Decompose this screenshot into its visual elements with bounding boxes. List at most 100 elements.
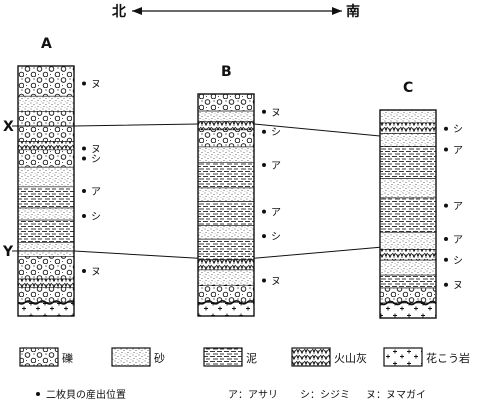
direction-header: 北 南 (112, 3, 360, 20)
arrow-right-head (332, 7, 342, 15)
note-legend-item: ヌ：ヌマガイ (366, 389, 426, 401)
layer-sand (197, 225, 255, 240)
fossil-label: ア (453, 202, 463, 213)
fossil-label: シ (453, 125, 463, 136)
layer-sand (379, 109, 437, 124)
layer-gravel (379, 287, 437, 304)
column-outline (17, 65, 75, 317)
layer-mud (17, 186, 75, 209)
legend: 礫砂泥火山灰花こう岩 (19, 347, 470, 367)
layer-sand (17, 242, 75, 257)
column-label-a: A (41, 36, 52, 52)
fossil-label: ヌ (271, 108, 281, 119)
unconformity-line (17, 300, 75, 305)
layer-gravel (17, 65, 75, 97)
fossil-label: ヌ (91, 145, 101, 156)
layer-granite (197, 302, 255, 317)
legend-label-gravel: 礫 (62, 351, 73, 365)
layer-volcanic (197, 259, 255, 271)
fossil-label: ア (453, 235, 463, 246)
note-fossil-position: 二枚貝の産出位置 (46, 388, 126, 401)
legend-swatch-volcanic (291, 347, 331, 367)
fossil-dot (262, 129, 266, 134)
layer-volcanic (17, 141, 75, 151)
legend-swatch-granite (383, 347, 423, 367)
south-label: 南 (346, 3, 360, 20)
fossil-dot (444, 203, 448, 208)
column-outline (197, 93, 255, 317)
fossil-dot (444, 236, 448, 241)
correlation-lines: XY (2, 119, 436, 260)
unconformity-line (197, 300, 255, 305)
north-label: 北 (112, 4, 126, 20)
fossil-dot (82, 269, 86, 273)
fossil-label: ア (91, 187, 101, 198)
layer-volcanic (379, 249, 437, 261)
fossil-dot (262, 163, 266, 168)
layer-mud (379, 197, 437, 233)
marker-label-x: X (3, 119, 14, 135)
layer-gravel (17, 286, 75, 303)
legend-swatch-mud (203, 347, 243, 367)
fossil-label: シ (91, 212, 101, 223)
layer-mud (197, 238, 255, 260)
fossil-label: ア (271, 161, 281, 172)
fossil-label: シ (453, 256, 463, 267)
layer-granite (17, 302, 75, 317)
layer-sand (197, 187, 255, 202)
fossil-label: ヌ (91, 80, 101, 91)
fossil-dot (262, 209, 266, 214)
layer-sand (379, 231, 437, 250)
fossil-label: ア (453, 146, 463, 157)
arrow-left-head (132, 7, 142, 15)
fossil-dot (82, 81, 86, 86)
fossil-label: シ (271, 232, 281, 243)
layer-gravel (197, 93, 255, 112)
layer-sand (197, 269, 255, 286)
fossil-label: ア (271, 208, 281, 219)
layer-mud (379, 274, 437, 289)
legend-label-mud: 泥 (246, 352, 257, 365)
note-legend-item: シ：シジミ (300, 390, 350, 401)
fossil-dot (444, 257, 448, 262)
layer-gravel (197, 129, 255, 148)
note-dot-icon (36, 392, 40, 396)
fossil-label: ヌ (271, 276, 281, 287)
layer-sand (197, 146, 255, 163)
legend-swatch-sand (111, 347, 151, 367)
layer-mud (197, 162, 255, 189)
fossil-label: シ (271, 128, 281, 139)
layer-sand (379, 259, 437, 276)
fossil-dot (82, 156, 86, 161)
fossil-dot (444, 147, 448, 152)
fossil-dot (444, 126, 448, 131)
note-legend-item: ア：アサリ (228, 389, 278, 401)
layer-gravel (17, 256, 75, 280)
fossil-dot (82, 146, 86, 151)
layer-sand (17, 166, 75, 188)
layer-volcanic (379, 122, 437, 134)
column-outline (379, 109, 437, 319)
fossil-dot (262, 109, 266, 114)
layer-sand (17, 207, 75, 221)
marker-label-y: Y (2, 244, 14, 260)
layer-sand (197, 110, 255, 122)
layer-granite (379, 302, 437, 319)
fossil-dot (444, 282, 448, 287)
fossil-label: ヌ (453, 281, 463, 292)
layer-gravel (17, 149, 75, 168)
layer-sand (379, 133, 437, 147)
legend-label-volcanic: 火山灰 (334, 351, 367, 365)
layer-sand (379, 178, 437, 199)
fossil-label: ヌ (91, 267, 101, 278)
fossil-note: 二枚貝の産出位置 ア：アサリ シ：シジミ ヌ：ヌマガイ (36, 388, 426, 401)
legend-label-sand: 砂 (154, 352, 165, 365)
layer-volcanic (17, 278, 75, 288)
fossil-dot (262, 278, 266, 283)
fossil-label: シ (91, 155, 101, 166)
